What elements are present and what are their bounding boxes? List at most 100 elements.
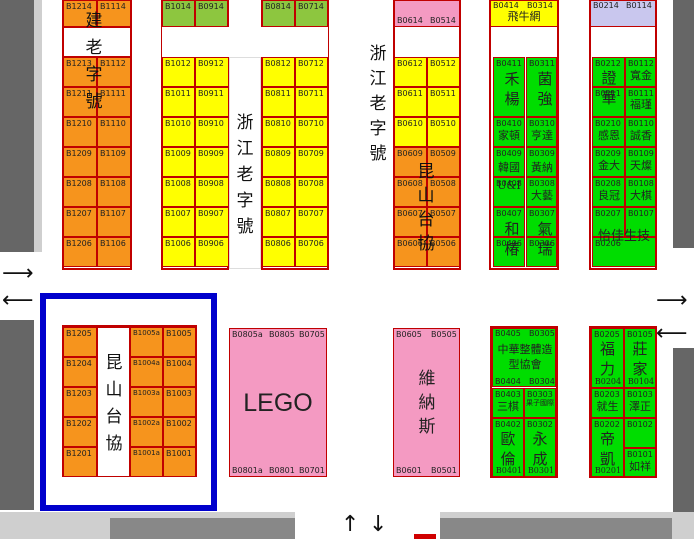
booth-B1108[interactable]: B1108: [97, 177, 131, 207]
booth-B0906[interactable]: B0906: [195, 237, 229, 267]
booth-B1001a[interactable]: B1001a: [130, 447, 163, 477]
booth-B1112[interactable]: B1112: [97, 57, 131, 87]
booth-B1106[interactable]: B1106: [97, 237, 131, 267]
booth-B1202[interactable]: B1202: [63, 417, 97, 447]
booth-B0612[interactable]: B0612: [394, 57, 427, 87]
booth-B0311[interactable]: B0311: [526, 57, 557, 117]
booth-B1109[interactable]: B1109: [97, 147, 131, 177]
booth-B0210[interactable]: B0210: [592, 117, 625, 147]
booth-B1012[interactable]: B1012: [162, 57, 195, 87]
booth-B1209[interactable]: B1209: [63, 147, 97, 177]
booth-B0408[interactable]: B0408: [493, 177, 525, 207]
booth-B1214[interactable]: B1214: [63, 0, 97, 27]
booth-B1114[interactable]: B1114: [97, 0, 131, 27]
booth-B1205[interactable]: B1205: [63, 327, 97, 357]
booth-B0406[interactable]: B0406: [493, 237, 525, 267]
booth-B0203[interactable]: B0203: [591, 388, 624, 418]
booth-B0107[interactable]: B0107: [625, 207, 656, 237]
booth-B0708[interactable]: B0708: [295, 177, 328, 207]
booth-B0812[interactable]: B0812: [262, 57, 295, 87]
booth-B0409[interactable]: B0409: [493, 147, 525, 177]
booth-B0202[interactable]: B0202: [591, 418, 624, 477]
booth-B0112[interactable]: B0112: [625, 57, 656, 87]
booth-B0411[interactable]: B0411: [493, 57, 525, 117]
booth-B0402[interactable]: B0402: [492, 418, 524, 477]
booth-B1014[interactable]: B1014: [162, 0, 195, 27]
booth-B0811[interactable]: B0811: [262, 87, 295, 117]
booth-B1208[interactable]: B1208: [63, 177, 97, 207]
booth-B0806[interactable]: B0806: [262, 237, 295, 267]
booth-B0212[interactable]: B0212: [592, 57, 625, 87]
booth-B0610[interactable]: B0610: [394, 117, 427, 147]
booth-B0711[interactable]: B0711: [295, 87, 328, 117]
booth-B0910[interactable]: B0910: [195, 117, 229, 147]
booth-B0410[interactable]: B0410: [493, 117, 525, 147]
booth-B0709[interactable]: B0709: [295, 147, 328, 177]
booth-B1008[interactable]: B1008: [162, 177, 195, 207]
booth-B0309[interactable]: B0309: [526, 147, 557, 177]
booth-B0611[interactable]: B0611: [394, 87, 427, 117]
booth-B1011[interactable]: B1011: [162, 87, 195, 117]
booth-B0810[interactable]: B0810: [262, 117, 295, 147]
booth-B1203[interactable]: B1203: [63, 387, 97, 417]
booth-B0511[interactable]: B0511: [427, 87, 460, 117]
booth-B0102[interactable]: B0102: [624, 418, 656, 448]
booth-B0306[interactable]: B0306: [526, 237, 557, 267]
booth-B1110[interactable]: B1110: [97, 117, 131, 147]
booth-B0608[interactable]: B0608: [394, 177, 427, 207]
booth-B1003[interactable]: B1003: [163, 387, 196, 417]
booth-B0912[interactable]: B0912: [195, 57, 229, 87]
booth-B1002[interactable]: B1002: [163, 417, 196, 447]
booth-B0105[interactable]: B0105: [624, 328, 656, 388]
booth-B0506[interactable]: B0506: [427, 237, 460, 267]
booth-B1107[interactable]: B1107: [97, 207, 131, 237]
booth-B0509[interactable]: B0509: [427, 147, 460, 177]
booth-B1206[interactable]: B1206: [63, 237, 97, 267]
booth-B0302[interactable]: B0302: [524, 418, 556, 477]
booth-B0510[interactable]: B0510: [427, 117, 460, 147]
booth-B0714[interactable]: B0714: [295, 0, 328, 27]
booth-B0111[interactable]: B0111: [625, 87, 656, 117]
booth-B1213[interactable]: B1213: [63, 57, 97, 87]
booth-B1003a[interactable]: B1003a: [130, 387, 163, 417]
booth-B0807[interactable]: B0807: [262, 207, 295, 237]
booth-B1005[interactable]: B1005: [163, 327, 196, 357]
booth-B0712[interactable]: B0712: [295, 57, 328, 87]
booth-B1004[interactable]: B1004: [163, 357, 196, 387]
booth-B0209[interactable]: B0209: [592, 147, 625, 177]
booth-B0512[interactable]: B0512: [427, 57, 460, 87]
booth-B1210[interactable]: B1210: [63, 117, 97, 147]
booth-B1004a[interactable]: B1004a: [130, 357, 163, 387]
booth-B0108[interactable]: B0108: [625, 177, 656, 207]
booth-B0206[interactable]: B0206: [592, 237, 656, 267]
booth-B1111[interactable]: B1111: [97, 87, 131, 117]
booth-B0211[interactable]: B0211: [592, 87, 625, 117]
booth-B1201[interactable]: B1201: [63, 447, 97, 477]
booth-B0208[interactable]: B0208: [592, 177, 625, 207]
booth-B1002a[interactable]: B1002a: [130, 417, 163, 447]
booth-B0609[interactable]: B0609: [394, 147, 427, 177]
booth-B0908[interactable]: B0908: [195, 177, 229, 207]
booth-B0205[interactable]: B0205: [591, 328, 624, 388]
booth-B0707[interactable]: B0707: [295, 207, 328, 237]
weinasi-booth[interactable]: B0605 B0505 維納斯 B0601 B0501: [393, 328, 460, 477]
lego-booth[interactable]: B0805a B0805 B0705 LEGO B0801a B0801 B07…: [229, 328, 327, 477]
booth-B0103[interactable]: B0103: [624, 388, 656, 418]
booth-B1207[interactable]: B1207: [63, 207, 97, 237]
booth-B0814[interactable]: B0814: [262, 0, 295, 27]
booth-B0310[interactable]: B0310: [526, 117, 557, 147]
booth-B0207[interactable]: B0207: [592, 207, 625, 237]
booth-B0507[interactable]: B0507: [427, 207, 460, 237]
booth-B0706[interactable]: B0706: [295, 237, 328, 267]
booth-B0109[interactable]: B0109: [625, 147, 656, 177]
booth-B1007[interactable]: B1007: [162, 207, 195, 237]
booth-B0606[interactable]: B0606: [394, 237, 427, 267]
booth-B0607[interactable]: B0607: [394, 207, 427, 237]
booth-B0808[interactable]: B0808: [262, 177, 295, 207]
booth-B0907[interactable]: B0907: [195, 207, 229, 237]
booth-B0110[interactable]: B0110: [625, 117, 656, 147]
booth-B1001[interactable]: B1001: [163, 447, 196, 477]
